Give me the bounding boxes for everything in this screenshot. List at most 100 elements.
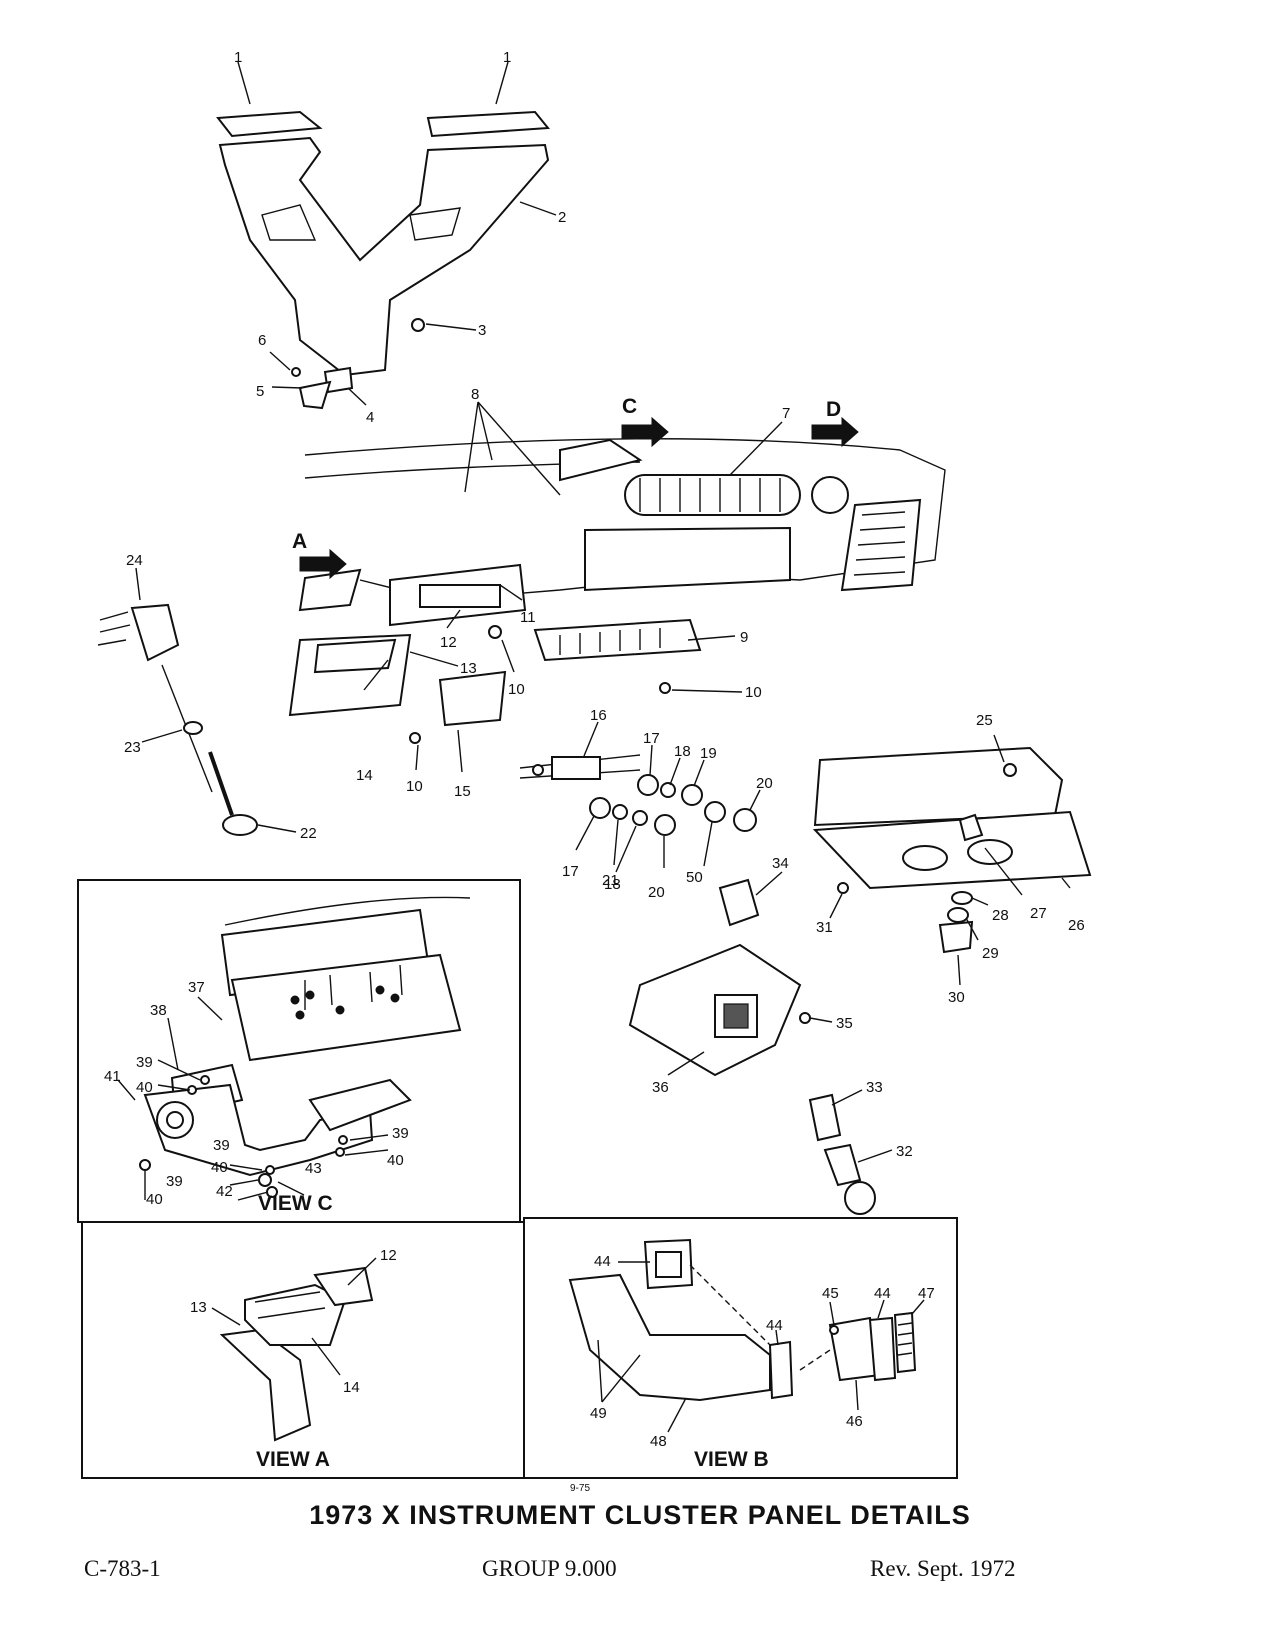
- knob-17-bottom: [589, 797, 611, 819]
- view-arrow-d: [811, 416, 859, 448]
- callout-17-top: 17: [643, 730, 660, 747]
- callout-6: 6: [258, 332, 266, 349]
- callout-29: 29: [982, 945, 999, 962]
- callout-39-view-c-c: 39: [392, 1125, 409, 1142]
- callout-41-view-c: 41: [104, 1068, 121, 1085]
- callout-34: 34: [772, 855, 789, 872]
- view-b-illustration: [568, 1238, 925, 1433]
- defroster-grille-8: [559, 438, 643, 482]
- callout-44-view-b-right: 44: [874, 1285, 891, 1302]
- callout-40-view-c-a: 40: [136, 1079, 153, 1096]
- view-letter-a: A: [292, 530, 307, 553]
- screw-45: [829, 1325, 839, 1335]
- callout-40-view-c-b: 40: [211, 1159, 228, 1176]
- gasket-44-middle: [768, 1340, 794, 1400]
- duct-12-in-panel: [419, 584, 501, 608]
- socket-43: [258, 1173, 272, 1187]
- knob-19: [681, 784, 703, 806]
- knob-22: [222, 814, 258, 836]
- callout-10-right: 10: [745, 684, 762, 701]
- callout-20-top: 20: [756, 775, 773, 792]
- callout-13-view-a: 13: [190, 1299, 207, 1316]
- view-b-caption: VIEW B: [694, 1448, 769, 1471]
- callout-26: 26: [1068, 917, 1085, 934]
- defroster-duct-assembly: [216, 61, 557, 410]
- view-letter-d: D: [826, 398, 841, 421]
- cluster-housing-assembly: [812, 734, 1092, 986]
- page-number: 9-75: [569, 1483, 590, 1494]
- view-c-illustration: [117, 896, 471, 1201]
- ash-tray-opening: [584, 526, 791, 592]
- gasket-13: [313, 638, 397, 674]
- callout-19: 19: [700, 745, 717, 762]
- screw-31: [837, 882, 849, 894]
- washer-18-bottom: [612, 804, 628, 820]
- socket-27: [958, 813, 984, 842]
- callout-42-view-c: 42: [216, 1183, 233, 1200]
- washer-28: [951, 891, 973, 905]
- group-number: GROUP 9.000: [482, 1556, 617, 1581]
- screw-3: [411, 318, 425, 332]
- bezel-16: [551, 756, 601, 780]
- callout-17-bottom: 17: [562, 863, 579, 880]
- vent-outlet-right: [840, 498, 922, 592]
- grille-47: [893, 1311, 917, 1374]
- bulb-30: [938, 920, 974, 954]
- screw-6: [291, 367, 301, 377]
- instrument-panel-assembly: [288, 401, 946, 773]
- view-a-illustration: [211, 1257, 377, 1442]
- callout-39-view-c-d: 39: [166, 1173, 183, 1190]
- callout-49-view-b: 49: [590, 1405, 607, 1422]
- lighter-34: [718, 878, 760, 927]
- callout-39-view-c-a: 39: [136, 1054, 153, 1071]
- speaker-grille-7: [624, 474, 801, 516]
- callout-18-bottom: 18: [604, 876, 621, 893]
- callout-28: 28: [992, 907, 1009, 924]
- view-a-frame: [81, 1221, 525, 1479]
- defroster-duct: [218, 136, 550, 377]
- knob-32: [844, 1181, 876, 1215]
- callout-44-view-b-top: 44: [594, 1253, 611, 1270]
- socket-33: [808, 1093, 842, 1142]
- callout-45-view-b: 45: [822, 1285, 839, 1302]
- screw-10-center: [488, 625, 502, 639]
- callout-36: 36: [652, 1079, 669, 1096]
- clip-21: [632, 810, 648, 826]
- vent-outlet-left: [298, 568, 362, 612]
- callout-39-view-c-b: 39: [213, 1137, 230, 1154]
- callout-33: 33: [866, 1079, 883, 1096]
- knob-parts-group: [519, 721, 783, 927]
- knob-20-bottom: [654, 814, 676, 836]
- defroster-gasket-right: [426, 110, 550, 138]
- callout-labels: 1 1 2 3 4 5 6 7 8 9 10 10 10 11 12 13 14…: [104, 49, 1085, 1450]
- cluster-panel-37: [230, 953, 462, 1062]
- callout-14-view-a: 14: [343, 1379, 360, 1396]
- screw-10-left: [409, 732, 421, 744]
- callout-21: 21: [602, 872, 619, 889]
- callout-50: 50: [686, 869, 703, 886]
- callout-18-top: 18: [674, 743, 691, 760]
- callout-37-view-c: 37: [188, 979, 205, 996]
- callout-44-view-b-middle: 44: [766, 1317, 783, 1334]
- callout-40-view-c-d: 40: [146, 1191, 163, 1208]
- callout-31: 31: [816, 919, 833, 936]
- screw-10-right: [659, 682, 671, 694]
- callout-24: 24: [126, 552, 143, 569]
- callout-48-view-b: 48: [650, 1433, 667, 1450]
- callout-10-center: 10: [508, 681, 525, 698]
- view-a-caption: VIEW A: [256, 1448, 330, 1471]
- callout-4: 4: [366, 409, 374, 426]
- switch-24: [130, 603, 180, 662]
- defroster-gasket-left: [216, 110, 323, 138]
- callout-20-bottom: 20: [648, 884, 665, 901]
- gasket-44-right: [868, 1316, 897, 1382]
- view-arrow-a: [299, 548, 347, 580]
- callout-5: 5: [256, 383, 264, 400]
- callout-27: 27: [1030, 905, 1047, 922]
- duct-48: [568, 1273, 771, 1402]
- gasket-12-view-a: [313, 1266, 374, 1307]
- callout-16: 16: [590, 707, 607, 724]
- callout-46-view-b: 46: [846, 1413, 863, 1430]
- stem-32: [823, 1143, 862, 1187]
